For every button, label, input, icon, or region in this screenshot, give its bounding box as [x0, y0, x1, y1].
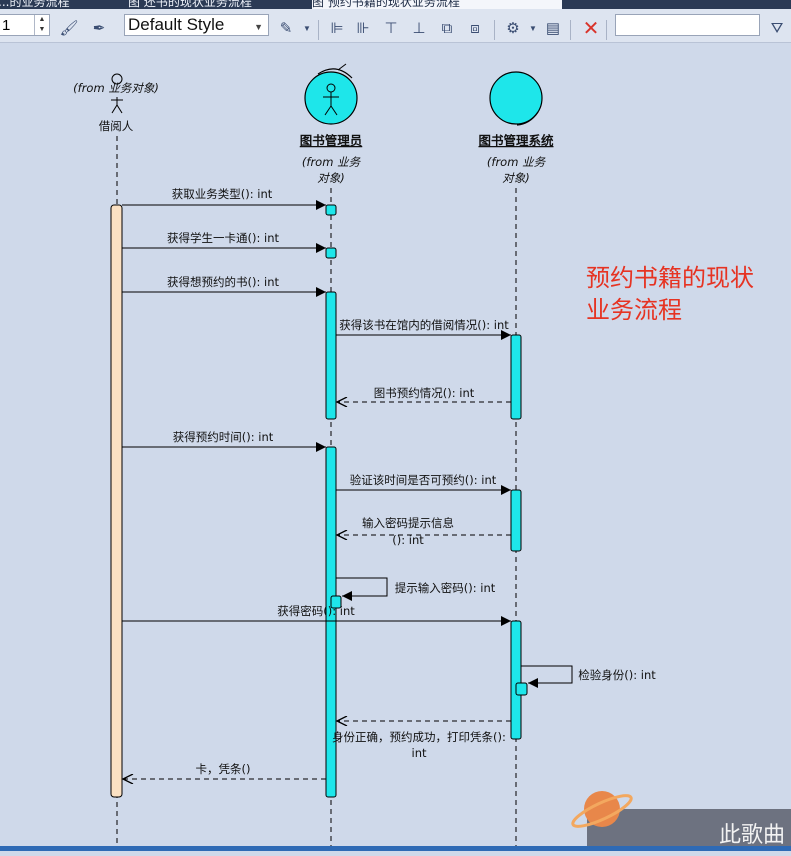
message-label-line1: 身份正确，预约成功，打印凭条(): [332, 730, 506, 744]
document-tab-active[interactable]: 图 预约书籍的现状业务流程 [312, 0, 562, 9]
message-label: 卡，凭条() [196, 762, 251, 776]
self-message[interactable]: 提示输入密码(): int [336, 577, 496, 601]
message[interactable]: 获得密码(): int [122, 604, 511, 626]
search-input[interactable] [615, 14, 760, 36]
activation-bar[interactable] [510, 620, 522, 740]
bring-to-front-icon[interactable]: ⧈ [470, 19, 480, 37]
style-select-value: Default Style [128, 15, 225, 34]
message-label: 获得密码(): int [277, 604, 355, 618]
sequence-diagram: (from 业务对象) 借阅人 图书管理 [73, 63, 656, 846]
watermark-text: 此歌曲 [718, 823, 785, 848]
message[interactable]: 获得该书在馆内的借阅情况(): int [336, 318, 511, 340]
align-left-icon[interactable]: ⊫ [330, 20, 344, 37]
number-value: 1 [2, 17, 11, 34]
message-label: 获得学生一卡通(): int [167, 231, 279, 245]
properties-icon[interactable]: ▤ [545, 20, 561, 37]
activation-bar[interactable] [325, 204, 337, 216]
from-label: (from 业务对象) [73, 81, 159, 95]
eyedropper-icon[interactable]: ✒ [92, 20, 106, 37]
message-label: 获得该书在馆内的借阅情况(): int [339, 318, 509, 332]
chevron-down-icon: ▼ [254, 22, 263, 32]
message[interactable]: 获取业务类型(): int [122, 187, 326, 210]
filter-icon[interactable]: ⛛ [770, 19, 784, 37]
lifeline-name: 借阅人 [99, 119, 134, 133]
align-right-icon[interactable]: ⊪ [356, 20, 370, 37]
message-label-line1: 输入密码提示信息 [362, 516, 454, 530]
delete-icon[interactable]: ✕ [582, 17, 600, 40]
business-entity-icon [489, 71, 543, 126]
from-label-line2: 对象) [317, 171, 345, 185]
chevron-down-icon[interactable]: ▼ [303, 23, 311, 33]
lifeline-name: 图书管理系统 [478, 133, 554, 148]
diagram-toolbar: 1 ▲▼ 🖌 ✒ Default Style ▼ ✎ ▼ ⊫ ⊪ ⊤ ⊥ ⧉ ⧈… [0, 9, 791, 43]
activation-bar[interactable] [515, 682, 528, 696]
activation-bar[interactable] [325, 291, 337, 420]
document-tab[interactable]: 图 还书的现状业务流程 [128, 0, 252, 9]
message-label: 提示输入密码(): int [395, 581, 496, 595]
message[interactable]: 图书预约情况(): int [337, 386, 511, 402]
same-size-icon[interactable]: ⧉ [441, 19, 453, 37]
message-label: 获取业务类型(): int [172, 187, 273, 201]
watermark: 此歌曲 [571, 791, 791, 851]
note-line2: 业务流程 [586, 296, 682, 324]
message[interactable]: 验证该时间是否可预约(): int [336, 473, 511, 495]
message-label-line2: (): int [392, 533, 424, 547]
activation-bar[interactable] [510, 489, 522, 552]
self-message[interactable]: 检验身份(): int [521, 665, 656, 688]
document-tab-strip: ...的业务流程 图 还书的现状业务流程 图 预约书籍的现状业务流程 [0, 0, 791, 9]
toolbar-separator [606, 20, 607, 40]
style-select[interactable]: Default Style ▼ [124, 14, 269, 36]
layout-icon[interactable]: ⚙ [506, 20, 520, 37]
sequence-diagram-canvas[interactable]: (from 业务对象) 借阅人 图书管理 [0, 43, 791, 851]
activation-bar[interactable] [330, 595, 342, 609]
stepper-arrows[interactable]: ▲▼ [34, 15, 49, 35]
activation-bar[interactable] [325, 446, 337, 798]
message[interactable]: 输入密码提示信息 (): int [337, 516, 511, 547]
align-top-icon[interactable]: ⊤ [384, 20, 398, 37]
from-label-line1: (from 业务 [302, 155, 362, 169]
align-bottom-icon[interactable]: ⊥ [412, 20, 426, 37]
lifeline-name: 图书管理员 [300, 133, 363, 148]
message[interactable]: 卡，凭条() [123, 762, 326, 779]
diagram-note[interactable]: 预约书籍的现状 业务流程 [586, 262, 754, 326]
chevron-down-icon[interactable]: ▼ [529, 23, 537, 33]
from-label-line2: 对象) [502, 171, 530, 185]
message[interactable]: 获得学生一卡通(): int [122, 231, 326, 253]
number-stepper[interactable]: 1 ▲▼ [0, 14, 50, 36]
message[interactable]: 获得预约时间(): int [122, 430, 326, 452]
message-label: 检验身份(): int [578, 668, 656, 682]
message[interactable]: 身份正确，预约成功，打印凭条(): int [332, 721, 511, 760]
message-label-line2: int [412, 746, 427, 760]
message-label: 获得想预约的书(): int [167, 275, 279, 289]
toolbar-separator [570, 20, 571, 40]
message-label: 验证该时间是否可预约(): int [350, 473, 497, 487]
from-label-line1: (from 业务 [487, 155, 547, 169]
status-strip [0, 846, 791, 851]
actor-icon [111, 73, 123, 114]
activation-bar[interactable] [110, 204, 123, 798]
message-label: 获得预约时间(): int [173, 430, 274, 444]
format-icon[interactable]: ✎ [279, 20, 293, 37]
activation-bar[interactable] [510, 334, 522, 420]
activation-bar[interactable] [325, 247, 337, 259]
message-label: 图书预约情况(): int [374, 386, 475, 400]
brush-icon[interactable]: 🖌 [59, 20, 79, 37]
document-tab[interactable]: ...的业务流程 [0, 0, 70, 9]
message[interactable]: 获得想预约的书(): int [122, 275, 326, 297]
business-worker-icon [304, 63, 358, 125]
planet-logo-icon [571, 791, 633, 828]
toolbar-separator [318, 20, 319, 40]
toolbar-separator [494, 20, 495, 40]
note-line1: 预约书籍的现状 [586, 264, 754, 292]
